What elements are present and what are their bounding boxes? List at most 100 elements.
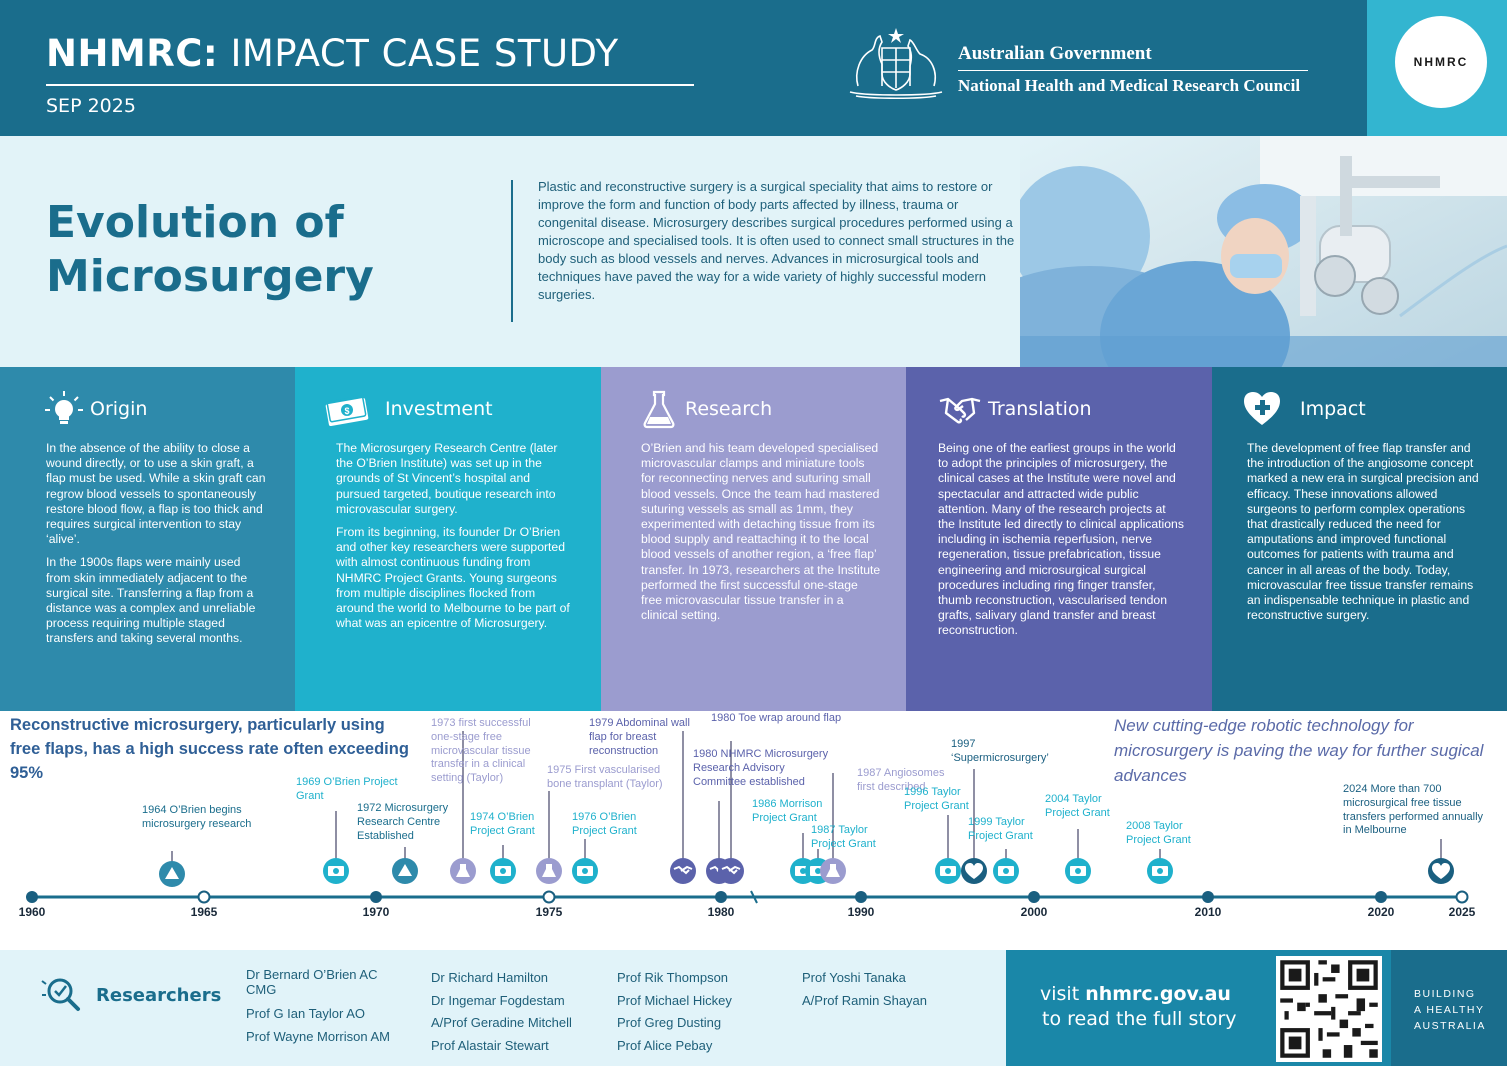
researcher-name: Prof G Ian Taylor AO bbox=[246, 1006, 365, 1021]
publication-date: SEP 2025 bbox=[46, 95, 136, 117]
event-label: 1986 Morrison Project Grant bbox=[752, 798, 823, 824]
qr-code-icon[interactable] bbox=[1276, 956, 1382, 1062]
research-marker-icon bbox=[820, 858, 846, 884]
impact-column: Impact The development of free flap tran… bbox=[1212, 367, 1507, 711]
researchers-magnifier-icon bbox=[41, 978, 80, 1011]
researcher-name: A/Prof Ramin Shayan bbox=[802, 992, 928, 1008]
translation-marker-icon bbox=[718, 858, 744, 884]
year-label: 2010 bbox=[1195, 905, 1222, 919]
event-label: 1980 NHMRC Microsurgery Research Advisor… bbox=[693, 748, 829, 788]
investment-title: Investment bbox=[385, 398, 493, 420]
logo-panel: NHMRC bbox=[1367, 0, 1507, 136]
translation-text: Being one of the earliest groups in the … bbox=[938, 441, 1184, 638]
event-label: 1996 Taylor Project Grant bbox=[904, 786, 969, 812]
year-label: 2025 bbox=[1449, 905, 1476, 919]
year-label: 1970 bbox=[363, 905, 390, 919]
research-text: O’Brien and his team developed specialis… bbox=[641, 441, 881, 623]
year-dot bbox=[715, 891, 727, 903]
researcher-name: Dr Bernard O’Brien AC bbox=[246, 967, 378, 982]
header-divider bbox=[46, 84, 694, 86]
surgery-photo bbox=[1020, 136, 1507, 367]
event-label: 1999 Taylor Project Grant bbox=[968, 816, 1033, 842]
intro-title: Evolution of Microsurgery bbox=[46, 197, 374, 302]
event-label: 2008 Taylor Project Grant bbox=[1126, 820, 1191, 846]
investment-marker-icon bbox=[1147, 858, 1173, 884]
researcher-name: Dr Ingemar Fogdestam bbox=[431, 992, 565, 1008]
tagline-panel: BUILDING A HEALTHY AUSTRALIA bbox=[1391, 950, 1507, 1066]
year-dot bbox=[542, 890, 556, 904]
researcher-name: Prof Wayne Morrison AM bbox=[246, 1028, 391, 1044]
intro-text: Plastic and reconstructive surgery is a … bbox=[538, 179, 1015, 302]
government-divider bbox=[958, 70, 1308, 71]
researchers-list: Prof Rik Thompson Prof Michael Hickey Pr… bbox=[617, 967, 732, 1057]
investment-marker-icon bbox=[572, 858, 598, 884]
year-label: 1990 bbox=[848, 905, 875, 919]
investment-text: The Microsurgery Research Centre (later … bbox=[336, 441, 570, 631]
investment-marker-icon bbox=[993, 858, 1019, 884]
year-dot bbox=[1375, 891, 1387, 903]
origin-title: Origin bbox=[90, 398, 148, 420]
origin-marker-icon bbox=[159, 861, 185, 887]
heart-plus-icon bbox=[1244, 392, 1280, 425]
investment-marker-icon bbox=[935, 858, 961, 884]
year-label: 1975 bbox=[536, 905, 563, 919]
event-label: 1976 O’Brien Project Grant bbox=[572, 811, 637, 837]
success-rate-callout: Reconstructive microsurgery, particularl… bbox=[10, 716, 409, 782]
flask-icon bbox=[643, 390, 675, 429]
lightbulb-icon bbox=[45, 391, 83, 424]
year-label: 1980 bbox=[708, 905, 735, 919]
handshake-icon bbox=[939, 397, 981, 424]
year-dot bbox=[197, 890, 211, 904]
investment-marker-icon bbox=[323, 858, 349, 884]
impact-title: Impact bbox=[1300, 398, 1366, 420]
researchers-title: Researchers bbox=[96, 985, 222, 1006]
impact-marker-icon bbox=[961, 858, 987, 884]
research-title: Research bbox=[685, 398, 773, 420]
researcher-name: Prof Alastair Stewart bbox=[431, 1037, 549, 1053]
event-label: 1969 O’Brien Project Grant bbox=[296, 776, 398, 802]
axis-break bbox=[750, 890, 758, 904]
money-icon: $ bbox=[325, 395, 369, 426]
year-label: 1965 bbox=[191, 905, 218, 919]
researcher-name: Dr Richard Hamilton bbox=[431, 970, 549, 985]
event-label: 1974 O’Brien Project Grant bbox=[470, 811, 535, 837]
timeline-section: Reconstructive microsurgery, particularl… bbox=[0, 711, 1507, 950]
year-dot bbox=[1202, 891, 1214, 903]
event-label: 1979 Abdominal wall flap for breast reco… bbox=[589, 717, 690, 757]
researcher-name: Prof Yoshi Tanaka bbox=[802, 970, 906, 985]
year-dot bbox=[26, 891, 38, 903]
year-dot bbox=[1455, 890, 1469, 904]
tagline: BUILDING A HEALTHY AUSTRALIA bbox=[1414, 988, 1486, 1032]
svg-text:$: $ bbox=[344, 406, 349, 416]
year-dot bbox=[1028, 891, 1040, 903]
year-label: 2020 bbox=[1368, 905, 1395, 919]
council-name: National Health and Medical Research Cou… bbox=[958, 76, 1301, 95]
origin-marker-icon bbox=[392, 858, 418, 884]
header-banner: NHMRC: IMPACT CASE STUDY SEP 2025 Austra… bbox=[0, 0, 1507, 136]
event-label: 1975 First vascularised bone transplant … bbox=[547, 764, 663, 790]
origin-column: Origin In the absence of the ability to … bbox=[0, 367, 295, 711]
researcher-name: Prof Alice Pebay bbox=[617, 1037, 713, 1053]
event-label: 1964 O’Brien begins microsurgery researc… bbox=[142, 804, 252, 830]
year-dot bbox=[855, 891, 867, 903]
impact-marker-icon bbox=[1428, 858, 1454, 884]
event-label: 1987 Taylor Project Grant bbox=[811, 824, 876, 850]
footer: Researchers Dr Bernard O’Brien AC CMG Pr… bbox=[0, 950, 1507, 1066]
investment-marker-icon bbox=[490, 858, 516, 884]
researcher-name: A/Prof Geradine Mitchell bbox=[431, 1015, 572, 1030]
researcher-name: Prof Rik Thompson bbox=[617, 970, 729, 985]
year-label: 2000 bbox=[1021, 905, 1048, 919]
research-marker-icon bbox=[536, 858, 562, 884]
event-label: 1972 Microsurgery Research Centre Establ… bbox=[357, 802, 449, 842]
investment-marker-icon bbox=[1065, 858, 1091, 884]
visit-panel: visit nhmrc.gov.au to read the full stor… bbox=[1006, 950, 1391, 1066]
researcher-name: CMG bbox=[246, 982, 277, 997]
page-title: NHMRC: IMPACT CASE STUDY bbox=[46, 32, 619, 75]
event-label: 2024 More than 700 microsurgical free ti… bbox=[1343, 783, 1484, 837]
coat-of-arms-icon bbox=[849, 28, 943, 100]
translation-title: Translation bbox=[988, 398, 1092, 420]
intro-section: Evolution of Microsurgery Plastic and re… bbox=[0, 136, 1507, 367]
visit-subtext: to read the full story bbox=[1042, 1008, 1237, 1030]
visit-link[interactable]: visit nhmrc.gov.au bbox=[1040, 983, 1231, 1005]
event-label: 1997 ‘Supermicrosurgery’ bbox=[951, 738, 1049, 764]
